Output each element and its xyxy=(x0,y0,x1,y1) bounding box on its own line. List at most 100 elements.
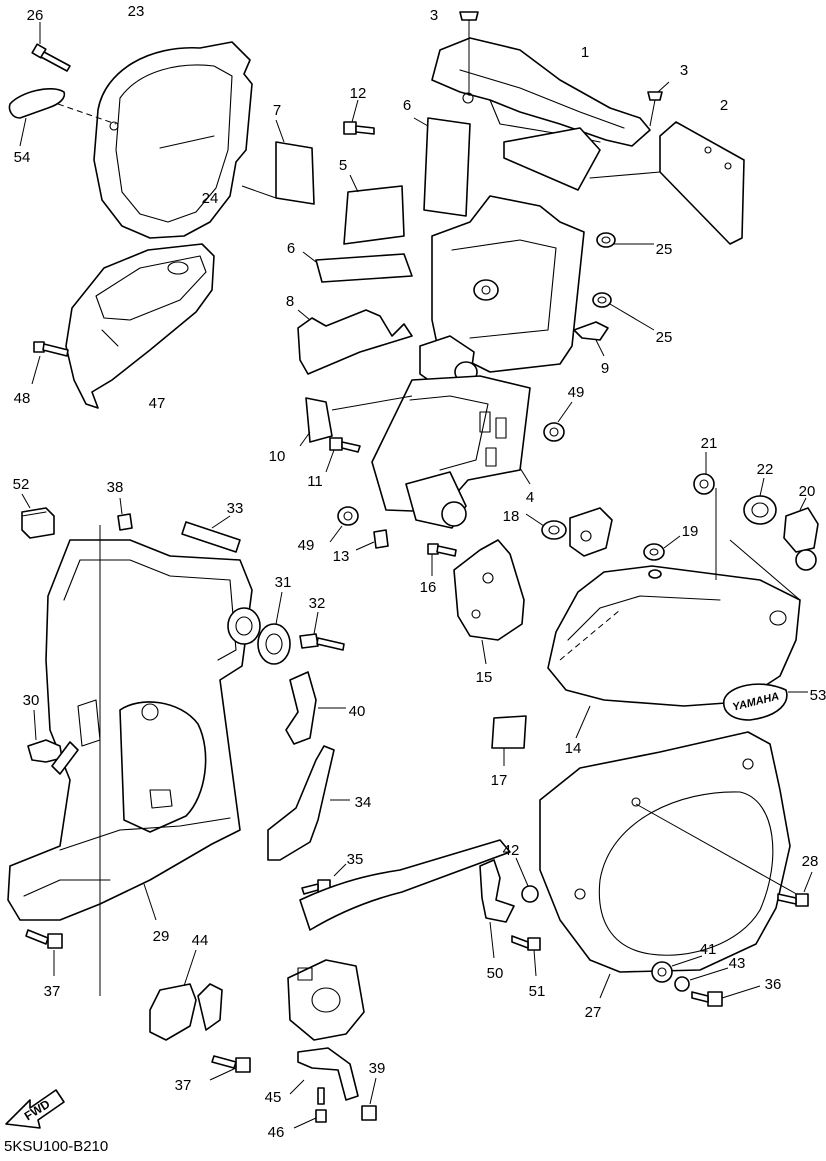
bolt-51 xyxy=(511,935,541,977)
pad-7 xyxy=(241,119,315,205)
callout-c6b: 6 xyxy=(287,240,295,257)
callout-c32: 32 xyxy=(309,595,326,612)
gasket-31 xyxy=(257,591,291,665)
bracket-15 xyxy=(453,539,525,665)
grommet-18 xyxy=(525,507,613,557)
bolt-28 xyxy=(777,871,813,907)
bracket-1 xyxy=(431,37,651,147)
bracket-44 xyxy=(149,949,223,1041)
clip-54 xyxy=(8,88,66,147)
bracket-50 xyxy=(479,859,515,959)
callout-c25a: 25 xyxy=(656,241,673,258)
bolt-46 xyxy=(293,1087,327,1129)
callout-c49a: 49 xyxy=(568,384,585,401)
bolt-11 xyxy=(325,437,361,473)
grommet-25-lower xyxy=(592,292,655,331)
key-lock-20 xyxy=(729,497,819,601)
callout-c20: 20 xyxy=(799,483,816,500)
bolt-37-left xyxy=(25,929,63,976)
sensor-30 xyxy=(27,709,79,775)
callout-c15: 15 xyxy=(476,669,493,686)
side-cover-23 xyxy=(57,41,253,239)
bracket-frame-4 xyxy=(371,195,585,529)
box-52 xyxy=(21,493,55,539)
callout-c36: 36 xyxy=(765,976,782,993)
callout-c52: 52 xyxy=(13,476,30,493)
callout-c40: 40 xyxy=(349,703,366,720)
washer-43 xyxy=(674,967,729,992)
pad-6-upper xyxy=(413,117,471,217)
plate-8 xyxy=(297,309,413,375)
callout-c27: 27 xyxy=(585,1004,602,1021)
callout-c8: 8 xyxy=(286,293,294,310)
callout-c5: 5 xyxy=(339,157,347,174)
callout-c14: 14 xyxy=(565,740,582,757)
callout-c42: 42 xyxy=(503,842,520,859)
pad-6-lower xyxy=(302,251,413,283)
callout-c16: 16 xyxy=(420,579,437,596)
cover-47 xyxy=(65,243,215,409)
plate-2 xyxy=(503,121,745,245)
air-box-29 xyxy=(7,525,261,996)
bolt-26 xyxy=(31,22,71,72)
callout-c54: 54 xyxy=(14,149,31,166)
washer-21 xyxy=(693,452,717,580)
fwd-arrow-icon: FWD xyxy=(5,1089,65,1129)
callout-c25b: 25 xyxy=(656,329,673,346)
clip-9 xyxy=(573,321,609,357)
bolt-37-bottom xyxy=(209,1055,251,1081)
screw-3 xyxy=(459,11,670,127)
bolt-36 xyxy=(691,985,761,1007)
callout-c10: 10 xyxy=(269,448,286,465)
bolt-39 xyxy=(361,1077,377,1121)
callout-c38: 38 xyxy=(107,479,124,496)
callout-c24: 24 xyxy=(202,190,219,207)
washer-41 xyxy=(651,955,703,983)
clip-13 xyxy=(355,529,389,551)
callout-c45: 45 xyxy=(265,1089,282,1106)
callout-c35: 35 xyxy=(347,851,364,868)
callout-c23: 23 xyxy=(128,3,145,20)
callout-c17: 17 xyxy=(491,772,508,789)
bolt-48 xyxy=(31,341,69,385)
pad-10 xyxy=(299,395,413,447)
grommet-19 xyxy=(643,535,681,561)
callout-labels: 1233456678910111213141516171819202122232… xyxy=(13,3,826,1141)
strip-33 xyxy=(181,515,241,553)
bracket-45 xyxy=(289,1047,359,1101)
side-cover-14 xyxy=(547,565,801,739)
callout-c3a: 3 xyxy=(430,7,438,24)
grommet-49-lower xyxy=(329,506,359,543)
callout-c11: 11 xyxy=(307,473,323,490)
lock-22 xyxy=(743,477,777,525)
callout-c1: 1 xyxy=(581,44,589,61)
bolt-12 xyxy=(343,99,375,135)
callout-c2: 2 xyxy=(720,97,728,114)
crankcase-cover-27 xyxy=(539,731,801,999)
callout-c39: 39 xyxy=(369,1060,386,1077)
callout-c47: 47 xyxy=(149,395,166,412)
callout-c12: 12 xyxy=(350,85,367,102)
callout-c7: 7 xyxy=(273,102,281,119)
callout-c44: 44 xyxy=(192,932,209,949)
pipe xyxy=(299,839,511,931)
diagram-code: 5KSU100-B210 xyxy=(4,1138,109,1155)
callout-c51: 51 xyxy=(529,983,546,1000)
callout-c43: 43 xyxy=(729,955,746,972)
callout-c34: 34 xyxy=(355,794,372,811)
callout-c31: 31 xyxy=(275,574,292,591)
bracket-34 xyxy=(267,745,350,861)
grommet-42 xyxy=(515,857,539,903)
callout-c53: 53 xyxy=(810,687,826,704)
valve-body xyxy=(287,959,365,1041)
callout-c19: 19 xyxy=(682,523,699,540)
callout-c22: 22 xyxy=(757,461,774,478)
callout-c3b: 3 xyxy=(680,62,688,79)
callout-c30: 30 xyxy=(23,692,40,709)
callout-c29: 29 xyxy=(153,928,170,945)
callout-c21: 21 xyxy=(701,435,718,452)
callout-c26: 26 xyxy=(27,7,44,24)
callout-c37b: 37 xyxy=(175,1077,192,1094)
callout-c18: 18 xyxy=(503,508,520,525)
